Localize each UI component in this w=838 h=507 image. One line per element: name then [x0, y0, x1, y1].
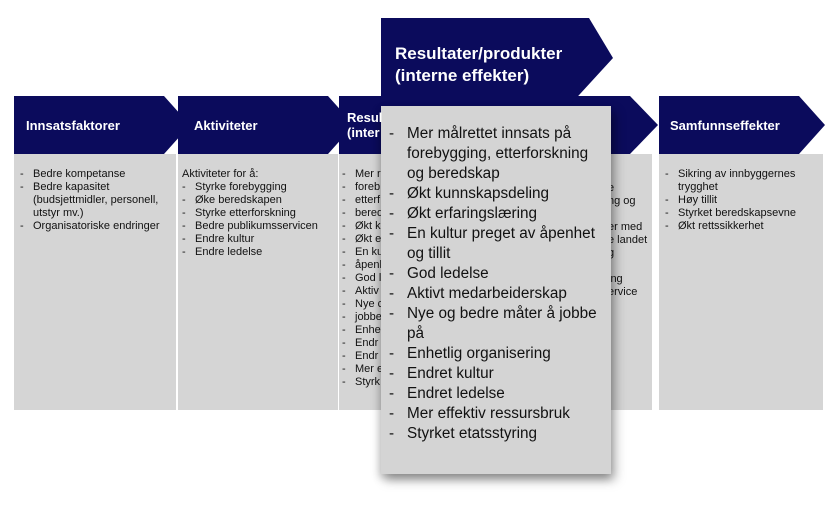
list-item: Økt e	[342, 233, 399, 246]
list-item: Enhe	[342, 324, 399, 337]
list-text: bereds	[342, 207, 399, 220]
list-item: Mer r	[342, 168, 399, 181]
list-item: Høy tillit	[665, 194, 817, 207]
list-item: Endre ledelse	[182, 246, 332, 259]
column-body: Bedre kompetanse Bedre kapasitet (budsje…	[14, 154, 176, 410]
header-arrow-shape	[14, 96, 190, 154]
list-item: Aktiv	[342, 285, 399, 298]
list-item: Aktivt medarbeiderskap	[387, 284, 607, 304]
list-item: Bedre kompetanse	[20, 168, 170, 181]
text-fragment: ervice	[608, 286, 638, 298]
list-item: Økt kunnskapsdeling	[387, 184, 607, 204]
list-item: Mer e	[342, 363, 399, 376]
column-intro: Aktiviteter for å:	[182, 168, 259, 180]
column-title: Aktiviteter	[194, 117, 258, 133]
list-item: Bedre publikumsservicen	[182, 220, 332, 233]
list-item: Økt k	[342, 220, 399, 233]
text-fragment: ng og	[608, 195, 636, 207]
list-text: jobbe	[342, 311, 399, 324]
zoom-body: Mer målrettet innsats på forebygging, et…	[381, 106, 611, 474]
header-arrow-shape	[178, 96, 354, 154]
list-item: Sikring av innbyggernes trygghet	[665, 168, 817, 194]
list-item: Organisatoriske endringer	[20, 220, 170, 233]
zoom-title: Resultater/produkter (interne effekter)	[381, 18, 611, 106]
header-arrow-shape	[659, 96, 825, 154]
list-item: Styrk	[342, 376, 399, 389]
list-item: Bedre kapasitet (budsjettmidler, persone…	[20, 181, 170, 220]
text-fragment: e	[608, 182, 615, 194]
list-item: En ku	[342, 246, 399, 259]
list-item: Styrket beredskapsevne	[665, 207, 817, 220]
list-item: Endr	[342, 350, 399, 363]
zoom-title-line: Resultater/produkter	[395, 44, 563, 63]
list-item: God l	[342, 272, 399, 285]
column-title: Resul (inter	[347, 110, 383, 140]
list-item: God ledelse	[387, 264, 607, 284]
list-item: Mer effektiv ressursbruk	[387, 404, 607, 424]
column-body: Aktiviteter for å: Styrke forebygging Øk…	[178, 154, 338, 410]
list-item: Økt rettssikkerhet	[665, 220, 817, 233]
list-item: Endret kultur	[387, 364, 607, 384]
column-title: Innsatsfaktorer	[26, 117, 120, 133]
list-item: Styrke forebygging	[182, 181, 332, 194]
zoom-header-arrow-shape	[381, 18, 613, 106]
text-fragment: e landet	[608, 234, 648, 246]
list-item: Styrket etatsstyring	[387, 424, 607, 444]
list-item: Nye og bedre måter å jobbe på	[387, 304, 607, 344]
zoom-title-line: (interne effekter)	[395, 66, 530, 85]
list-item: Øke beredskapen	[182, 194, 332, 207]
list-text: åpenh	[342, 259, 399, 272]
list-item: En kultur preget av åpenhet og tillit	[387, 224, 607, 264]
list-item: Mer målrettet innsats på forebygging, et…	[387, 124, 607, 184]
text-fragment: ing	[608, 273, 623, 285]
list-item: Endret ledelse	[387, 384, 607, 404]
list-text: foreb	[342, 181, 399, 194]
list-text: etterf	[342, 194, 399, 207]
list-item: Endre kultur	[182, 233, 332, 246]
list-item: Styrke etterforskning	[182, 207, 332, 220]
list-item: Endr	[342, 337, 399, 350]
list-item: Økt erfaringslæring	[387, 204, 607, 224]
column-body: Sikring av innbyggernes trygghet Høy til…	[659, 154, 823, 410]
text-fragment: er med	[608, 221, 643, 233]
text-fragment: g	[608, 247, 615, 259]
list-item: Nye c	[342, 298, 399, 311]
list-item: Enhetlig organisering	[387, 344, 607, 364]
column-title: Samfunnseffekter	[670, 117, 780, 133]
